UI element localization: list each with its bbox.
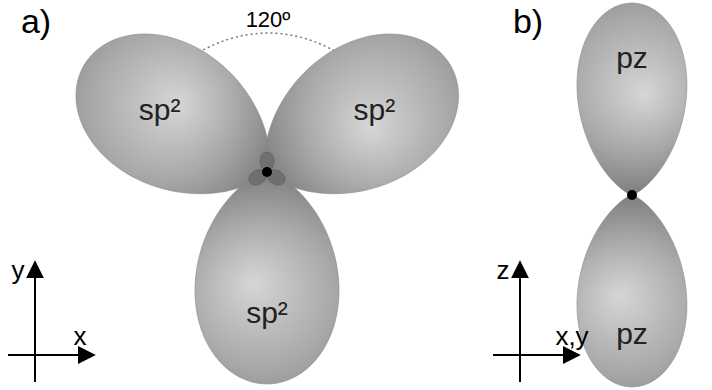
sp2-orbital-lobe: sp²: [195, 172, 339, 384]
axis-label: x,y: [555, 322, 588, 351]
lobe-shape: [577, 3, 687, 195]
panel-label: b): [513, 3, 543, 40]
lobe-outline: [577, 195, 687, 387]
lobe-shape: [195, 172, 339, 384]
panel-label: a): [21, 3, 51, 40]
lobe-outline: [76, 34, 269, 194]
axis-label: y: [12, 256, 25, 285]
angle-label: 120º: [246, 8, 291, 32]
axis-xy: [493, 354, 579, 356]
orbital-name: pz: [616, 41, 648, 74]
orbital-name: sp²: [139, 93, 181, 126]
lobe-outline: [577, 3, 687, 195]
lobe-outline: [265, 34, 458, 194]
lobe-outline: [195, 172, 339, 384]
axis-x: [8, 354, 94, 356]
orbital-name: sp²: [354, 93, 396, 126]
axis-label: z: [497, 256, 510, 285]
pz-orbital-lobe: pz: [577, 3, 687, 195]
axis-y: [34, 262, 36, 382]
orbital-name: pz: [616, 317, 648, 350]
orbital-name: sp²: [246, 296, 288, 329]
pz-orbital-lobe: pz: [577, 195, 687, 387]
lobe-shape: [577, 195, 687, 387]
sp2-orbital-lobe: sp²: [76, 34, 269, 194]
axis-label: x: [74, 322, 87, 351]
axis-z: [519, 262, 521, 382]
sp2-orbital-lobe: sp²: [265, 34, 458, 194]
